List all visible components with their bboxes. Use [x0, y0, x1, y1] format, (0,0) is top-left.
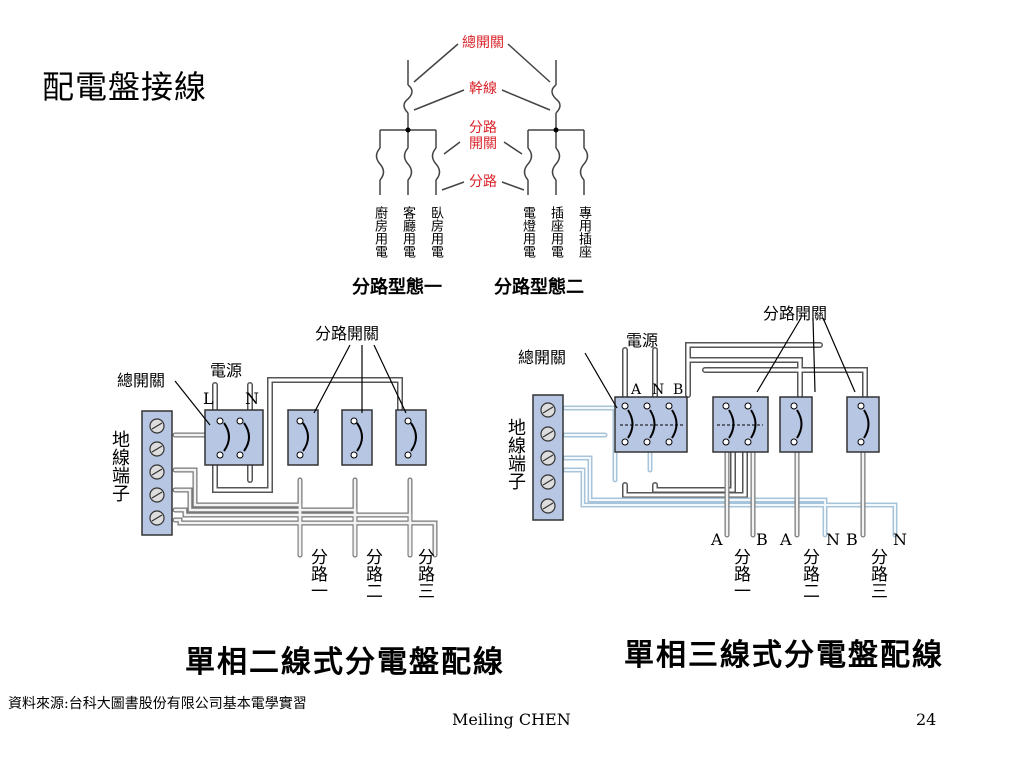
- left-l-label: L: [203, 389, 214, 408]
- circuit-bedroom: 臥房用電: [428, 206, 443, 258]
- right-branch-switch-label: 分路開關: [763, 304, 828, 323]
- left-main-switch-label: 總開關: [117, 371, 166, 390]
- left-branch-switch-label: 分路開關: [315, 324, 380, 343]
- left-ground-terminal-label: 地線端子: [109, 430, 130, 502]
- right-bottom-a2: A: [780, 530, 792, 549]
- right-bottom-n3: N: [893, 530, 907, 549]
- branch-types-diagram: 總開關 幹線 分路 開關 分路: [375, 34, 589, 195]
- single-phase-two-wire-diagram: [141, 344, 438, 558]
- right-bottom-b3: B: [846, 530, 858, 549]
- left-branch-1: 分路一: [307, 548, 327, 599]
- source-credit: 資料來源:台科大圖書股份有限公司基本電學實習: [8, 696, 307, 712]
- right-b-label: B: [673, 382, 684, 398]
- right-a-label: A: [631, 382, 642, 398]
- right-power-label: 電源: [626, 331, 659, 350]
- branch-switch-label-1: 分路: [469, 120, 497, 136]
- right-branch-2: 分路二: [799, 548, 819, 599]
- page-number: 24: [916, 710, 937, 729]
- circuit-living-room: 客廳用電: [400, 206, 415, 258]
- circuit-kitchen: 廚房用電: [372, 206, 387, 258]
- right-ground-terminal-label: 地線端子: [505, 418, 526, 490]
- right-caption: 單相三線式分電盤配線: [624, 638, 944, 673]
- trunk-label: 幹線: [469, 80, 497, 97]
- single-phase-three-wire-diagram: [532, 317, 898, 538]
- right-branch-1: 分路一: [730, 548, 750, 599]
- right-main-switch-label: 總開關: [518, 348, 567, 367]
- right-branch-3: 分路三: [867, 548, 887, 599]
- right-n-label: N: [652, 382, 665, 398]
- left-branch-2: 分路二: [362, 548, 382, 599]
- type-two-label: 分路型態二: [494, 277, 584, 298]
- circuit-lighting: 電燈用電: [520, 206, 535, 258]
- author-name: Meiling CHEN: [452, 710, 571, 729]
- left-power-label: 電源: [210, 361, 243, 380]
- right-bottom-n2: N: [826, 530, 840, 549]
- circuit-dedicated-outlet: 專用插座: [576, 206, 591, 258]
- type-one-label: 分路型態一: [352, 277, 442, 298]
- circuit-outlet: 插座用電: [548, 206, 563, 258]
- left-n-label: N: [245, 389, 259, 408]
- branch-label: 分路: [469, 174, 497, 190]
- right-bottom-b1: B: [756, 530, 768, 549]
- branch-switch-label-2: 開關: [469, 136, 497, 152]
- main-switch-label: 總開關: [462, 34, 504, 51]
- right-bottom-a1: A: [711, 530, 723, 549]
- left-caption: 單相二線式分電盤配線: [185, 645, 505, 680]
- left-branch-3: 分路三: [414, 548, 434, 599]
- slide-title: 配電盤接線: [42, 68, 208, 106]
